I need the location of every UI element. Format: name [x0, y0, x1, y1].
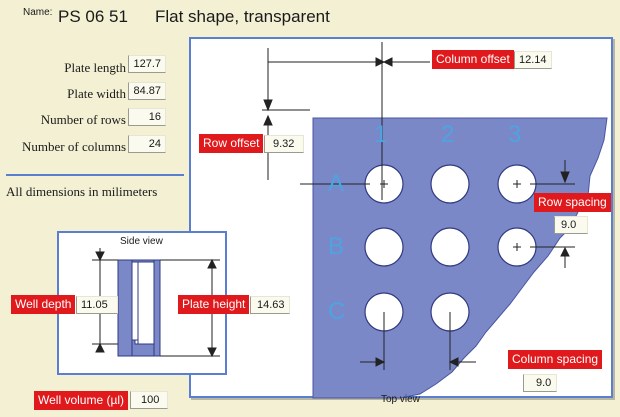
column-label-3: 3 [508, 121, 522, 148]
well-depth-value: 11.05 [76, 296, 118, 314]
product-description: Flat shape, transparent [155, 7, 330, 26]
separator-line [6, 174, 184, 176]
number-of-rows-value: 16 [128, 108, 166, 126]
plate-length-value: 127.7 [128, 55, 166, 73]
dimensions-note: All dimensions in milimeters [6, 184, 158, 199]
well-B1 [364, 227, 404, 267]
row-label-C: C [328, 298, 346, 325]
column-offset-label: Column offset [432, 50, 514, 69]
plate-length-label: Plate length [64, 60, 126, 75]
well-depth-label: Well depth [11, 295, 76, 314]
column-label-2: 2 [441, 121, 455, 148]
row-label-B: B [328, 233, 345, 260]
number-of-rows-label: Number of rows [40, 112, 126, 127]
well-A2 [430, 164, 470, 204]
side-view-caption: Side view [120, 236, 163, 247]
plate-width-value: 84.87 [128, 82, 166, 100]
column-label-1: 1 [374, 121, 388, 148]
column-offset-value: 12.14 [514, 51, 552, 69]
row-offset-value: 9.32 [264, 135, 304, 153]
product-code: PS 06 51 [58, 7, 128, 26]
well-volume-value: 100 [130, 391, 168, 409]
row-offset-label: Row offset [199, 134, 264, 153]
row-spacing-label: Row spacing [534, 193, 611, 212]
row-label-A: A [328, 170, 345, 197]
row-spacing-value: 9.0 [554, 216, 588, 234]
plate-height-value: 14.63 [250, 296, 290, 314]
number-of-columns-value: 24 [128, 135, 166, 153]
column-spacing-label: Column spacing [508, 350, 603, 369]
plate-height-label: Plate height [178, 295, 250, 314]
number-of-columns-label: Number of columns [22, 139, 126, 154]
top-view-caption: Top view [381, 394, 420, 405]
plate-width-label: Plate width [67, 86, 126, 101]
well-volume-label: Well volume (µl) [34, 391, 129, 410]
well-B2 [430, 227, 470, 267]
name-label: Name: [23, 7, 53, 18]
column-spacing-value: 9.0 [523, 374, 557, 392]
